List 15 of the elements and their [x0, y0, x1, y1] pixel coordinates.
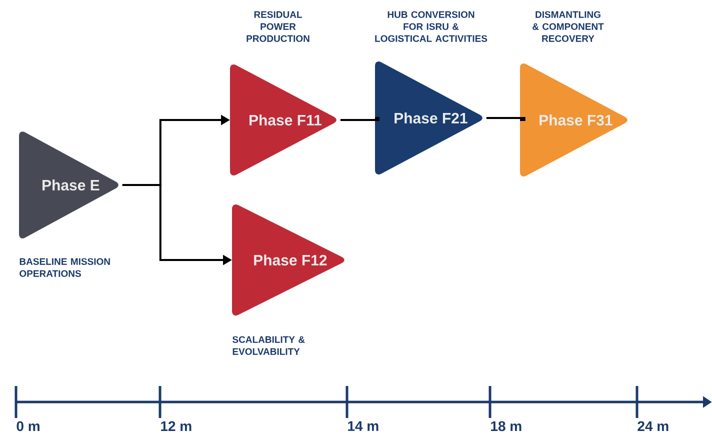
phase-triangle: Phase E	[19, 132, 118, 238]
phase-triangle: Phase F12	[232, 204, 344, 316]
phase-triangle: Phase F31	[520, 64, 628, 176]
phase-triangle: Phase F11	[230, 64, 336, 176]
time-label: 24 m	[638, 421, 668, 431]
phase-triangle: Phase F21	[375, 62, 482, 174]
phase-caption: HUB CONVERSION FOR ISRU & LOGISTICAL ACTIVITIES	[375, 11, 488, 42]
time-label: 0 m	[16, 421, 40, 432]
time-label: 18 m	[491, 421, 522, 432]
phase-caption: BASELINE MISSION OPERATIONS	[20, 258, 110, 277]
time-label: 14 m	[348, 421, 378, 431]
time-label: 12 m	[161, 421, 192, 431]
phase-caption: SCALABILITY & EVOLVABILITY	[232, 336, 305, 355]
phase-caption: DISMANTLING & COMPONENT RECOVERY	[532, 11, 604, 42]
phase-caption: RESIDUAL POWER PRODUCTION	[246, 11, 310, 42]
